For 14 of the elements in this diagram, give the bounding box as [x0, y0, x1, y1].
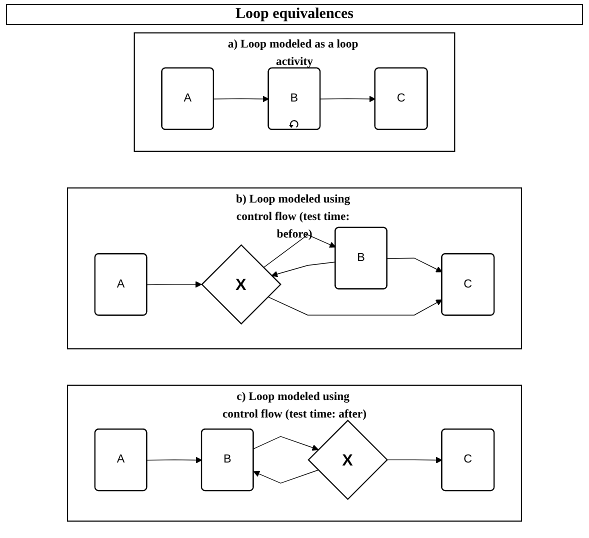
arrow — [271, 262, 336, 278]
arrow — [253, 470, 319, 484]
arrow — [213, 96, 269, 102]
arrow — [268, 296, 442, 316]
arrow — [263, 234, 336, 268]
arrow — [386, 456, 442, 464]
arrow — [146, 456, 202, 464]
arrow — [146, 281, 202, 288]
arrow — [320, 96, 376, 102]
arrow — [386, 258, 442, 272]
node-diamond: X — [201, 244, 282, 325]
diagram-title: Loop equivalences — [6, 4, 583, 25]
node-diamond: X — [308, 420, 388, 500]
arrow — [253, 436, 319, 451]
